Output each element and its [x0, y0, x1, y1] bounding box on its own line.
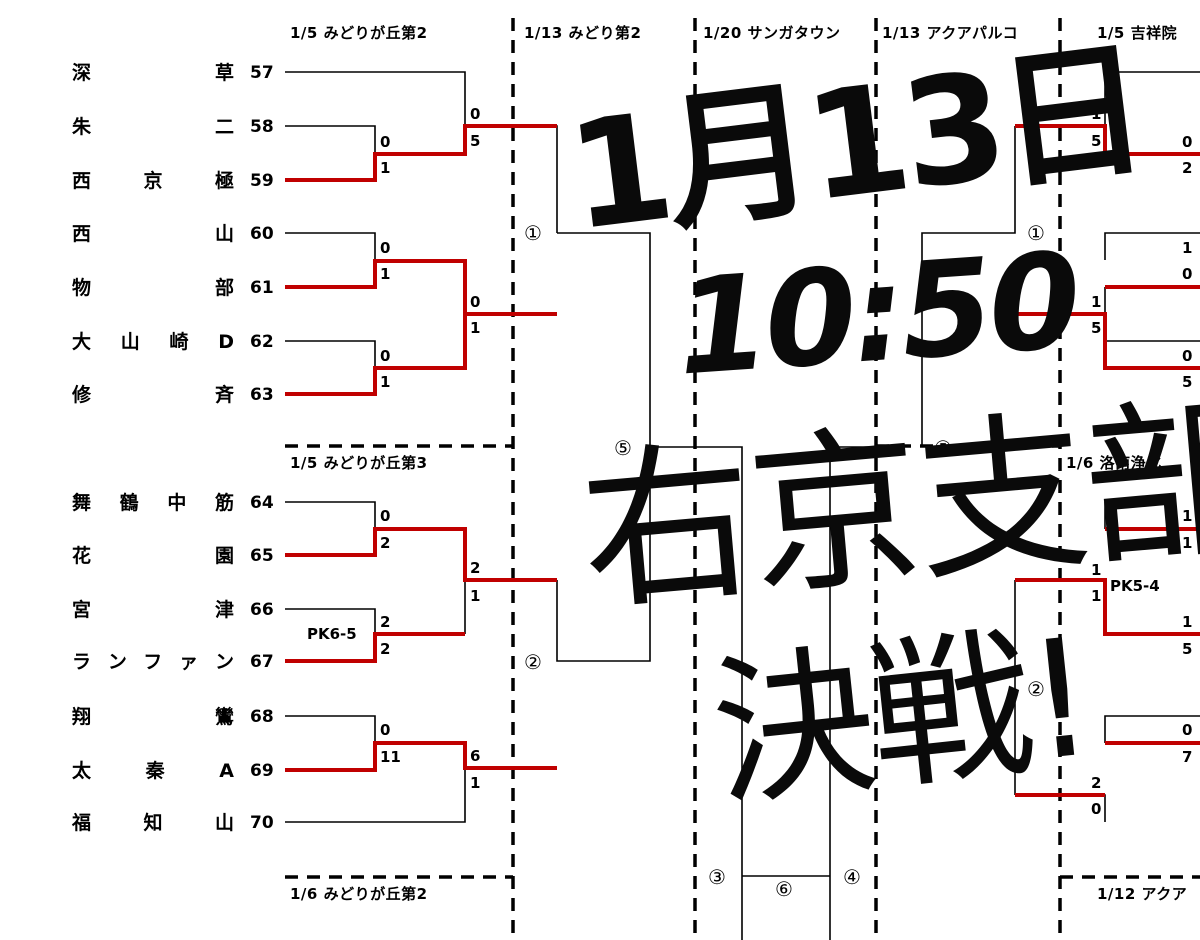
round-header: 1/13 みどり第2 — [524, 24, 642, 42]
team-number: 62 — [250, 332, 274, 352]
score: 1 — [1182, 613, 1193, 631]
team-name: 翔鸞 — [72, 706, 234, 728]
score: 5 — [1182, 640, 1193, 658]
score: 6 — [470, 747, 481, 765]
round-header: 1/5 吉祥院 — [1097, 24, 1178, 42]
team-name: 花園 — [72, 545, 234, 567]
team-number: 58 — [250, 117, 274, 137]
round-header: 1/12 アクア — [1097, 885, 1188, 903]
score: 0 — [470, 105, 481, 123]
round-header: 1/6 みどりが丘第2 — [290, 885, 428, 903]
score: 2 — [380, 534, 391, 552]
pk-result: PK6-5 — [307, 625, 357, 643]
match-marker: ② — [1027, 677, 1045, 701]
team-number: 63 — [250, 385, 274, 405]
score: 1 — [380, 373, 391, 391]
team-name: 宮津 — [72, 599, 234, 621]
team-number: 60 — [250, 224, 274, 244]
score: 1 — [470, 774, 481, 792]
pk-result: PK5-4 — [1110, 577, 1160, 595]
score: 0 — [1182, 265, 1193, 283]
score: 1 — [1091, 587, 1102, 605]
team-number: 65 — [250, 546, 274, 566]
team-name: 西京極 — [72, 170, 234, 192]
score: 5 — [470, 132, 481, 150]
team-name: 舞鶴中筋 — [72, 492, 234, 514]
score: 7 — [1182, 748, 1193, 766]
score: 2 — [1091, 774, 1102, 792]
team-number: 69 — [250, 761, 274, 781]
team-name: 福知山 — [72, 812, 234, 834]
team-name: 修斉 — [72, 384, 234, 406]
score: 1 — [380, 265, 391, 283]
round-header: 1/5 みどりが丘第3 — [290, 454, 428, 472]
match-marker: ④ — [843, 865, 861, 889]
round-header: 1/20 サンガタウン — [703, 24, 841, 42]
team-number: 66 — [250, 600, 274, 620]
score: 2 — [470, 559, 481, 577]
score: 0 — [380, 347, 391, 365]
score: 5 — [1091, 319, 1102, 337]
score: 2 — [380, 613, 391, 631]
score: 5 — [1091, 132, 1102, 150]
team-name: 朱二 — [72, 116, 234, 138]
score: 1 — [470, 319, 481, 337]
match-marker: ① — [524, 221, 542, 245]
score: 1 — [1091, 561, 1102, 579]
match-marker: ⑥ — [775, 877, 793, 901]
score: 0 — [1182, 133, 1193, 151]
match-marker: ② — [524, 650, 542, 674]
team-number: 70 — [250, 813, 274, 833]
round-header: 1/6 洛南浄化 — [1066, 454, 1162, 472]
round-header: 1/5 みどりが丘第2 — [290, 24, 428, 42]
score: 1 — [380, 159, 391, 177]
score: 0 — [1091, 800, 1102, 818]
score: 2 — [1182, 159, 1193, 177]
team-number: 59 — [250, 171, 274, 191]
team-name: 深草 — [72, 62, 234, 84]
round-header: 1/13 アクアパルコ — [882, 24, 1019, 42]
team-number: 64 — [250, 493, 274, 513]
score: 1 — [470, 587, 481, 605]
overlay-subtitle: 決戦! — [704, 604, 1099, 831]
team-name: 太秦A — [72, 760, 234, 782]
team-name: 西山 — [72, 223, 234, 245]
score: 0 — [380, 507, 391, 525]
match-marker: ③ — [708, 865, 726, 889]
team-number: 67 — [250, 652, 274, 672]
team-name: 物部 — [72, 277, 234, 299]
score: 0 — [380, 133, 391, 151]
score: 5 — [1182, 373, 1193, 391]
score: 0 — [380, 239, 391, 257]
match-marker: ⑤ — [934, 436, 952, 460]
score: 0 — [1182, 347, 1193, 365]
score: 1 — [1182, 239, 1193, 257]
score: 0 — [380, 721, 391, 739]
winner-lines — [285, 124, 1200, 797]
match-marker: ⑤ — [614, 436, 632, 460]
team-name: ランファン — [72, 651, 234, 673]
score: 11 — [380, 748, 401, 766]
score: 1 — [1182, 507, 1193, 525]
score: 0 — [1182, 721, 1193, 739]
team-number: 61 — [250, 278, 274, 298]
match-marker: ① — [1027, 221, 1045, 245]
team-name: 大山崎D — [72, 331, 234, 353]
score: 0 — [470, 293, 481, 311]
score: 1 — [1091, 293, 1102, 311]
score: 1 — [1182, 534, 1193, 552]
score: 1 — [1091, 105, 1102, 123]
team-number: 68 — [250, 707, 274, 727]
team-number: 57 — [250, 63, 274, 83]
score: 2 — [380, 640, 391, 658]
